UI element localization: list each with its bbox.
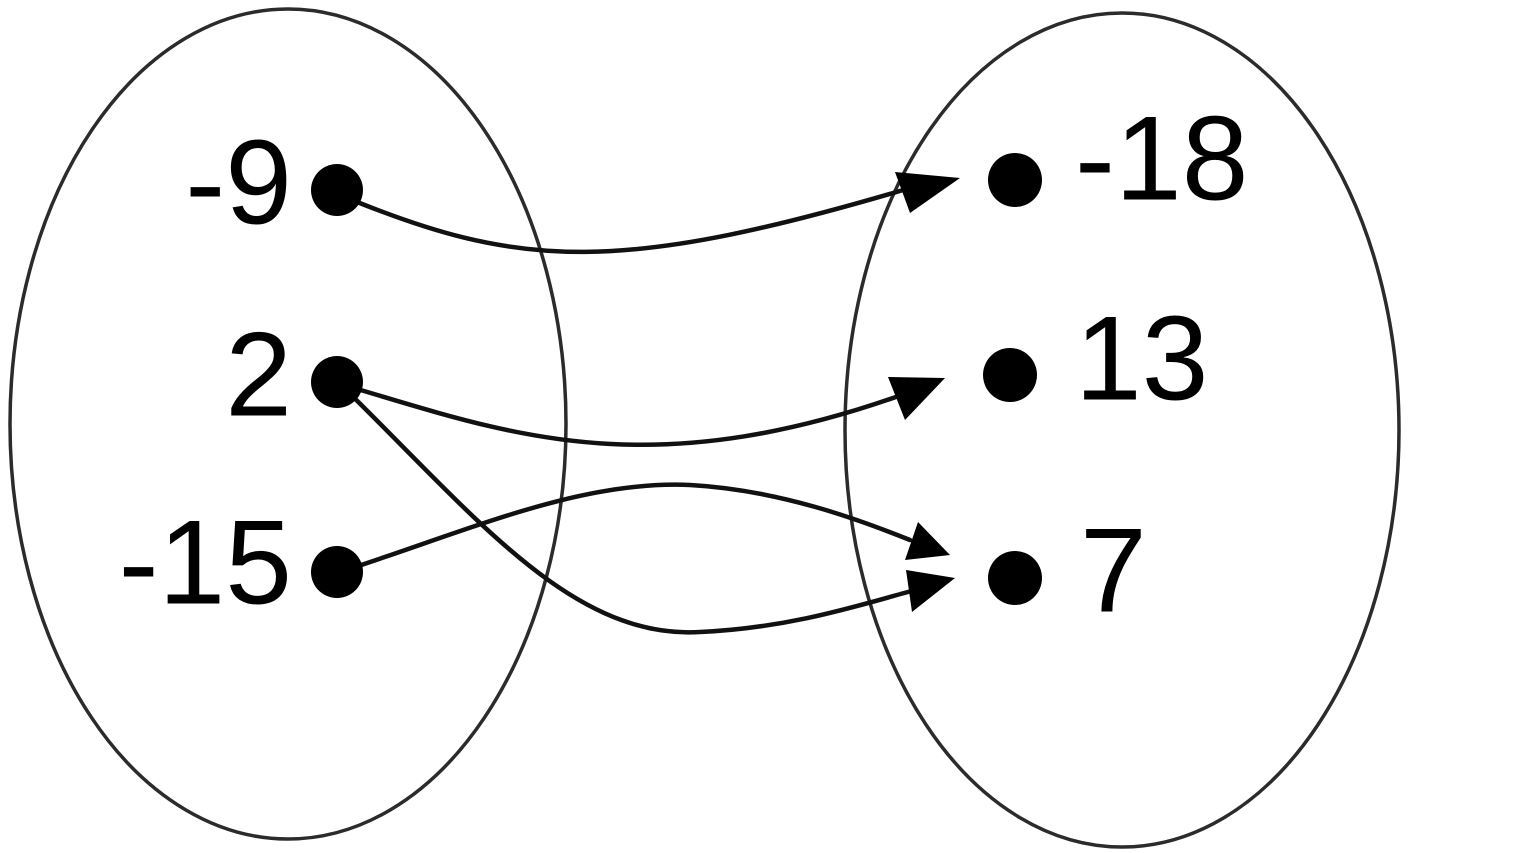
arrowhead-minus18 bbox=[895, 172, 960, 213]
arrow-2-to-13 bbox=[337, 381, 913, 448]
codomain-set-oval bbox=[843, 11, 1401, 849]
domain-elements: -9 2 -15 bbox=[119, 116, 363, 630]
codomain-label-1: -18 bbox=[1075, 92, 1248, 226]
arrow-minus15-to-7 bbox=[337, 482, 913, 575]
mapping-arrows bbox=[337, 172, 960, 635]
codomain-point-3 bbox=[988, 551, 1042, 605]
arrow-2-to-7 bbox=[337, 381, 918, 635]
domain-label-3: -15 bbox=[119, 496, 292, 630]
arrowhead-7-lower bbox=[906, 570, 955, 612]
arrow-minus9-to-minus18 bbox=[337, 182, 923, 255]
domain-point-1 bbox=[311, 164, 363, 216]
arrowhead-13 bbox=[888, 377, 945, 420]
domain-point-3 bbox=[311, 546, 363, 598]
codomain-point-1 bbox=[988, 153, 1042, 207]
codomain-label-3: 7 bbox=[1080, 504, 1147, 638]
codomain-point-2 bbox=[983, 348, 1037, 402]
domain-label-1: -9 bbox=[185, 116, 292, 250]
domain-set-oval bbox=[8, 7, 568, 841]
domain-point-2 bbox=[311, 356, 363, 408]
codomain-elements: -18 13 7 bbox=[983, 92, 1248, 638]
codomain-label-2: 13 bbox=[1075, 292, 1208, 426]
domain-label-2: 2 bbox=[225, 308, 292, 442]
arrowhead-7-upper bbox=[905, 522, 950, 560]
